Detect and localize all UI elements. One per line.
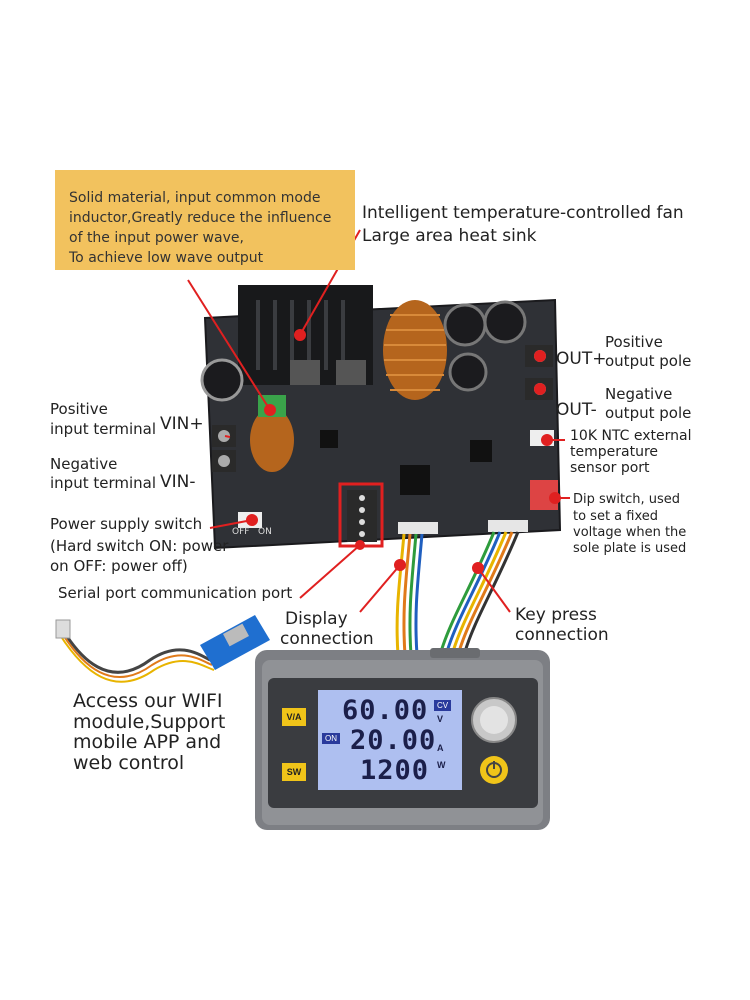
out-plus-label: OUT+ (556, 349, 607, 369)
ntc-label-2: temperature (570, 444, 658, 460)
neg-output-label-2: output pole (605, 404, 692, 422)
neg-output-label-1: Negative (605, 385, 673, 403)
lcd-voltage: 60.00 (342, 695, 429, 726)
power-button-icon[interactable] (480, 756, 508, 784)
pcb-board (200, 285, 562, 550)
vin-plus-label: VIN+ (160, 414, 204, 434)
power-switch-label-2: (Hard switch ON: power (50, 537, 229, 555)
board-off-label: OFF (232, 527, 250, 537)
rotary-knob-control[interactable] (472, 698, 516, 742)
wifi-label-3: mobile APP and (73, 731, 222, 753)
ntc-label-1: 10K NTC external (570, 428, 692, 444)
fan-label-line1: Intelligent temperature-controlled fan (362, 203, 684, 223)
power-switch-label-1: Power supply switch (50, 515, 203, 533)
out-minus-label: OUT- (556, 400, 597, 420)
ntc-label-3: sensor port (570, 460, 650, 476)
neg-input-label-1: Negative (50, 455, 118, 473)
inductor-callout: Solid material, input common mode induct… (55, 170, 355, 270)
callout-line: To achieve low wave output (69, 250, 264, 266)
vin-minus-label: VIN- (160, 472, 196, 492)
pos-output-label-2: output pole (605, 352, 692, 370)
lcd-unit-a: A (437, 743, 444, 753)
callout-line: Solid material, input common mode (69, 190, 321, 206)
dip-label-2: to set a fixed (573, 509, 659, 524)
dip-label-3: voltage when the (573, 525, 687, 540)
sw-button[interactable]: SW (286, 767, 302, 777)
lcd-on-badge: ON (322, 733, 340, 744)
ribbon-wires (395, 531, 520, 656)
wifi-module-illustration (55, 615, 270, 683)
wifi-label-4: web control (73, 752, 185, 774)
pointer-lines (187, 229, 570, 613)
key-press-label-1: Key press (515, 605, 597, 625)
lcd-unit-v: V (437, 714, 444, 724)
key-press-label-2: connection (515, 625, 609, 645)
pos-output-label-1: Positive (605, 333, 663, 351)
display-connection-label-1: Display (285, 609, 348, 629)
lcd-unit-w: W (437, 760, 446, 770)
lcd-power: 1200 (360, 755, 430, 786)
power-switch-label-3: on OFF: power off) (50, 557, 188, 575)
dip-label-4: sole plate is used (573, 541, 687, 556)
display-connection-label-2: connection (280, 629, 374, 649)
dip-label-1: Dip switch, used (573, 492, 681, 507)
callout-line: of the input power wave, (69, 230, 244, 246)
pos-input-label-2: input terminal (50, 420, 157, 438)
lcd-cv-badge: CV (434, 700, 452, 711)
pos-input-label-1: Positive (50, 400, 108, 418)
wifi-label-2: module,Support (73, 711, 226, 733)
display-panel (255, 648, 550, 830)
serial-port-label: Serial port communication port (58, 584, 293, 602)
wifi-label-1: Access our WIFI (73, 690, 223, 712)
common-mode-inductor (250, 408, 294, 472)
callout-line: inductor,Greatly reduce the influence (69, 210, 332, 226)
va-button[interactable]: V/A (286, 712, 302, 722)
board-on-label: ON (258, 527, 272, 537)
neg-input-label-2: input terminal (50, 474, 157, 492)
fan-label-line2: Large area heat sink (362, 226, 537, 246)
lcd-current: 20.00 (350, 725, 437, 756)
